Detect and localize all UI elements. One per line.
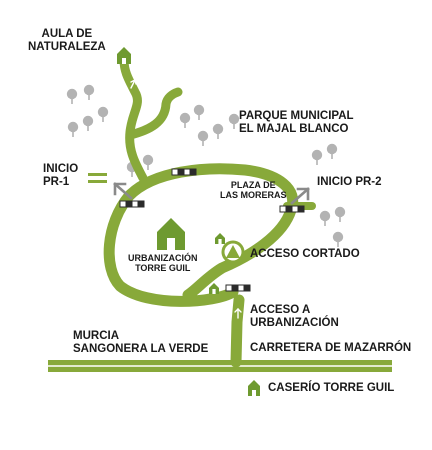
tree-icon	[193, 104, 205, 121]
pr1-marker-icon	[88, 173, 107, 183]
label-parque-municipal: PARQUE MUNICIPAL EL MAJAL BLANCO	[239, 110, 354, 135]
label-acceso-cortado: ACCESO CORTADO	[250, 248, 360, 260]
tree-icon	[325, 143, 339, 160]
direction-arrow-icon	[124, 226, 131, 237]
label-inicio-pr2: INICIO PR-2	[317, 176, 382, 188]
label-urbanizacion-torre-guil: URBANIZACIÓN TORRE GUIL	[128, 253, 198, 273]
label-murcia-sangonera: MURCIA SANGONERA LA VERDE	[73, 330, 209, 355]
tree-icon	[67, 121, 79, 138]
tree-icon	[310, 149, 324, 166]
tree-icon	[97, 106, 109, 123]
label-acceso-urbanizacion: ACCESO A URBANIZACIÓN	[250, 304, 339, 329]
house-icon	[215, 233, 225, 244]
label-inicio-pr1: INICIO PR-1	[43, 163, 79, 188]
tree-icon	[66, 88, 78, 105]
pr2-direction-arrow-icon	[290, 187, 310, 205]
label-caserio-torre-guil: CASERÍO TORRE GUIL	[268, 382, 395, 394]
trail-start-marker-icon	[119, 200, 145, 208]
tree-icon	[331, 231, 345, 248]
direction-arrows	[124, 78, 242, 319]
urbanizacion-house-icon	[157, 218, 185, 250]
label-aula-naturaleza: AULA DE NATURALEZA	[28, 28, 106, 53]
trail-start-marker-icon	[225, 284, 251, 292]
aula-house-icon	[117, 47, 131, 64]
trail-start-markers	[119, 168, 305, 292]
warning-triangle-icon	[221, 240, 245, 264]
tree-icon	[228, 113, 240, 130]
tree-icon	[82, 115, 94, 132]
tree-icon	[83, 84, 95, 101]
tree-icon	[318, 210, 332, 227]
direction-arrow-icon	[130, 78, 137, 89]
pr1-direction-arrow-icon	[113, 182, 133, 200]
road-crossing-marker-icon	[118, 357, 133, 376]
label-plaza-moreras: PLAZA DE LAS MORERAS	[220, 180, 287, 200]
tree-icon	[333, 206, 347, 223]
trail-start-marker-icon	[279, 205, 305, 213]
house-icon	[209, 283, 219, 294]
tree-icon	[179, 112, 191, 129]
tree-icon	[142, 154, 154, 171]
label-carretera-mazarron: CARRETERA DE MAZARRÓN	[250, 342, 412, 354]
direction-arrow-icon	[234, 308, 242, 319]
caserio-house-icon	[248, 380, 260, 396]
tree-icon	[212, 123, 224, 140]
tree-icon	[197, 130, 209, 147]
direction-arrow-icon	[170, 157, 178, 166]
trail-start-marker-icon	[171, 168, 197, 176]
